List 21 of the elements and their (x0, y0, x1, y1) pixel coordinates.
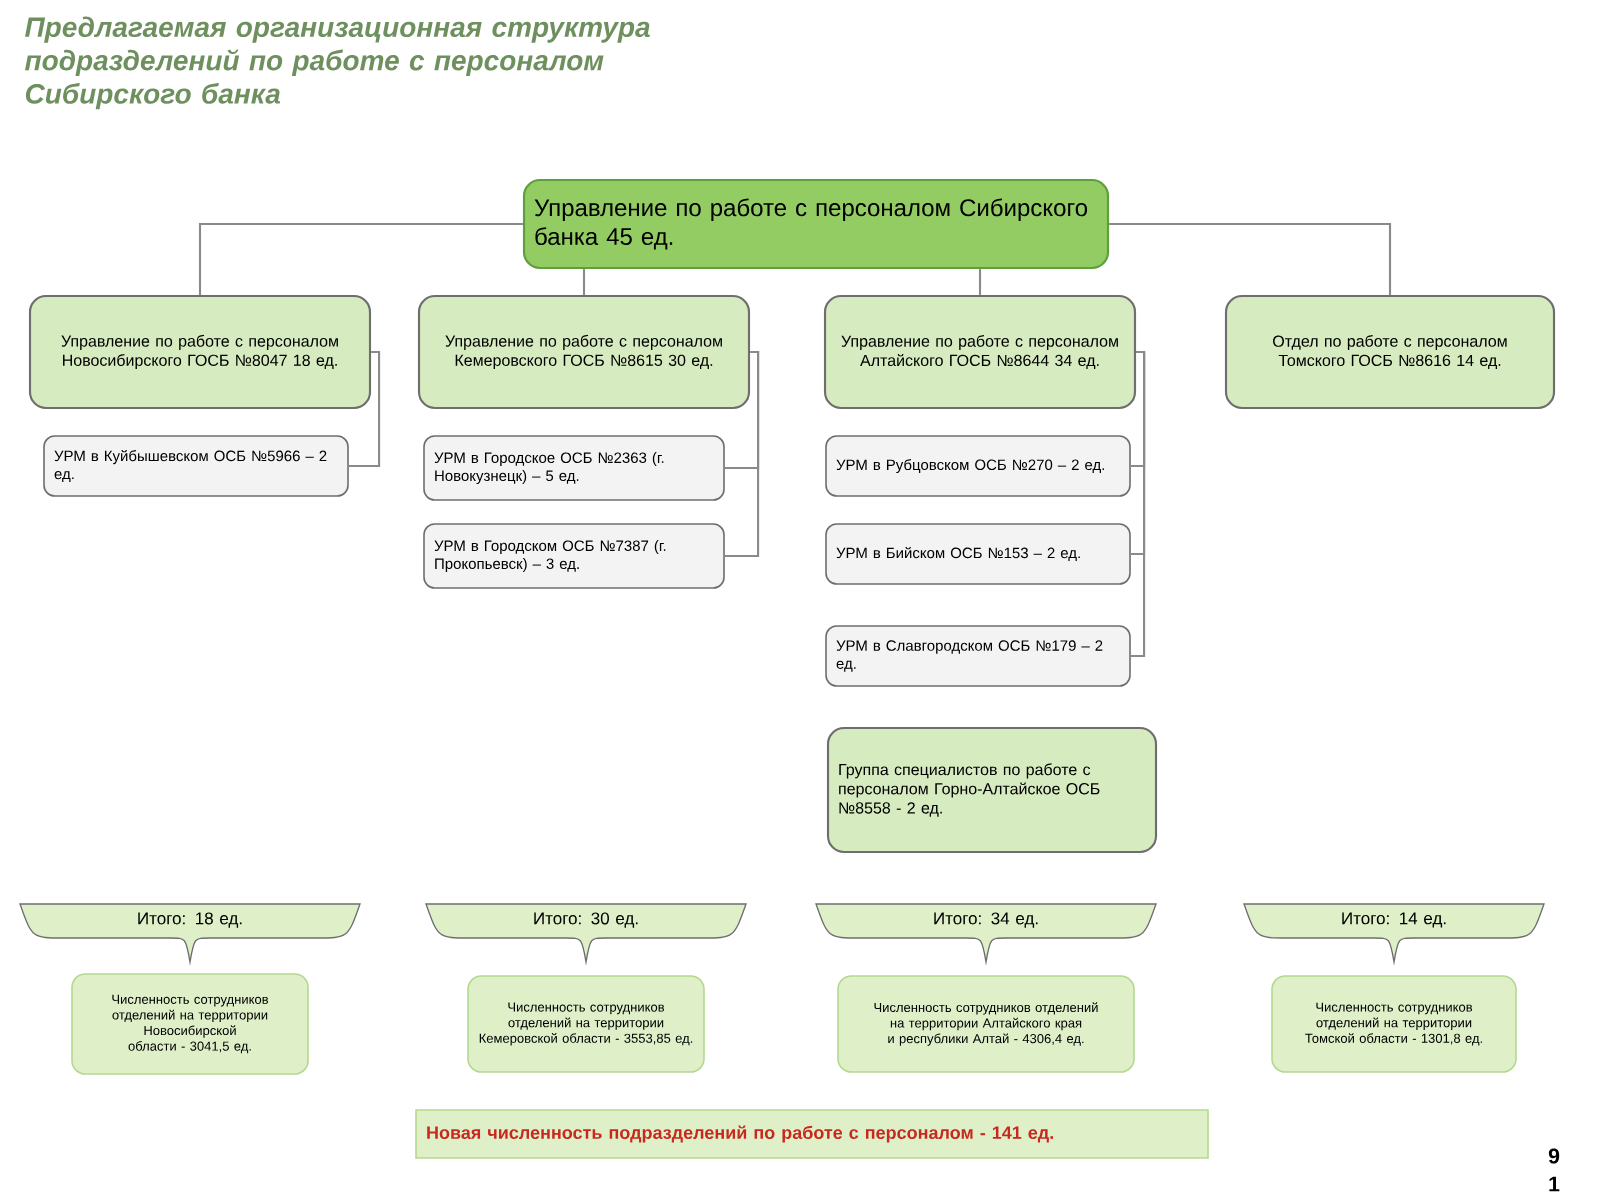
department-box: Управление по работе с персоналом Алтайского ГОСБ №8644 34 ед. (823, 294, 1137, 410)
page-number: 1 (1549, 1176, 1560, 1192)
summary-box: Новая численность подразделений по работе с персоналом - 141 ед. (415, 1109, 1209, 1159)
connector-line (978, 269, 982, 295)
total-brace: Итого: 34 ед. (815, 903, 1157, 963)
title: Предлагаемая организационная структура подразделений по работе с персоналом Сибирского банка (25, 16, 650, 110)
connector-line (348, 350, 381, 468)
department-box: Управление по работе с персоналом Новосибирского ГОСБ №8047 18 ед. (28, 294, 372, 410)
connector-line (724, 350, 760, 558)
department-box: Группа специалистов по работе с персоналом Горно-Алтайское ОСБ №8558 - 2 ед. (826, 726, 1158, 854)
connector-line (582, 269, 586, 295)
connector-line (1109, 222, 1392, 295)
page-number: 9 (1548, 1148, 1560, 1164)
connector-line (198, 222, 523, 295)
node-box: Управление по работе с персоналом Сибирского банка 45 ед. (522, 178, 1110, 270)
connector-line (1130, 350, 1146, 658)
total-brace: Итого: 14 ед. (1243, 903, 1545, 963)
total-brace: Итого: 30 ед. (425, 903, 747, 963)
department-box: Отдел по работе с персоналом Томского ГОСБ №8616 14 ед. (1224, 294, 1556, 410)
department-box: Управление по работе с персоналом Кемеровского ГОСБ №8615 30 ед. (417, 294, 751, 410)
total-brace: Итого: 18 ед. (19, 903, 361, 963)
